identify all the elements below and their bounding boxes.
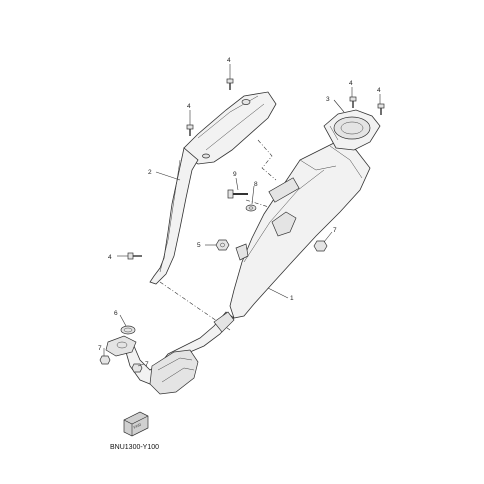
screws-part-4 <box>127 78 385 260</box>
callout-4b: 4 <box>187 103 191 110</box>
callout-4d: 4 <box>377 87 381 94</box>
end-cap-part-3 <box>323 109 381 151</box>
collar-part-8 <box>245 204 257 212</box>
callout-9: 9 <box>233 171 237 178</box>
screw-4a <box>226 78 234 90</box>
callout-5: 5 <box>197 242 201 249</box>
callout-7c: 7 <box>145 361 149 368</box>
callout-4a: 4 <box>227 57 231 64</box>
callout-2: 2 <box>148 169 152 176</box>
callout-4c: 4 <box>349 80 353 87</box>
bolt-part-9 <box>227 189 248 199</box>
callouts: 4 4 4 4 4 3 2 9 8 5 7 1 6 7 7 <box>98 57 381 368</box>
callout-3: 3 <box>326 96 330 103</box>
callout-4e: 4 <box>108 254 112 261</box>
fwd-label: FWD <box>133 422 142 429</box>
screw-4c <box>349 96 357 108</box>
leader-lines <box>103 64 381 367</box>
muffler-part-1 <box>105 141 371 395</box>
callout-7b: 7 <box>98 345 102 352</box>
screw-4b <box>186 124 194 136</box>
diagram-code: BNU1300-Y100 <box>110 444 159 451</box>
gasket-part-6 <box>120 325 136 335</box>
callout-1: 1 <box>290 295 294 302</box>
screw-4e <box>127 252 142 260</box>
nuts-part-7 <box>99 240 328 373</box>
callout-6: 6 <box>114 310 118 317</box>
screw-4d <box>377 103 385 115</box>
callout-8: 8 <box>254 181 258 188</box>
fwd-arrow-icon: FWD <box>123 411 149 437</box>
nut-part-5 <box>215 239 230 251</box>
callout-7a: 7 <box>333 227 337 234</box>
protector-part-2 <box>149 91 277 285</box>
